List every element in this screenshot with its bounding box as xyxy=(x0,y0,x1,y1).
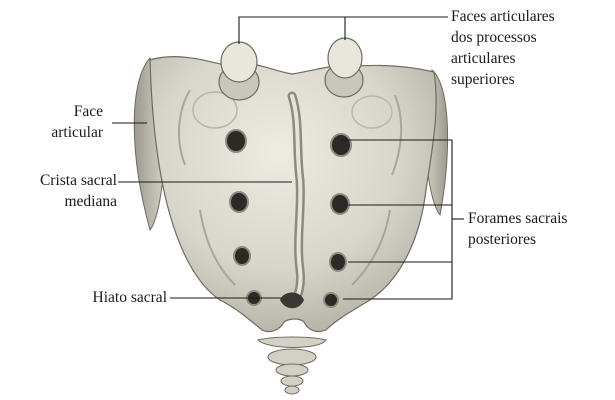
label-line: Faces articulares xyxy=(451,6,555,27)
label-line: articulares xyxy=(451,48,555,69)
label-line: mediana xyxy=(40,191,117,212)
label-superior-articular-faces: Faces articulares dos processos articula… xyxy=(451,6,555,90)
coccyx xyxy=(258,337,326,394)
label-crista-sacral-mediana: Crista sacral mediana xyxy=(40,170,117,212)
label-line: articular xyxy=(51,122,103,143)
label-line: Forames sacrais xyxy=(468,208,567,229)
right-superior-articular-process xyxy=(325,38,363,97)
label-line: superiores xyxy=(451,69,555,90)
left-superior-articular-process xyxy=(219,42,259,100)
label-line: Crista sacral xyxy=(40,170,117,191)
label-forames-sacrais: Forames sacrais posteriores xyxy=(468,208,567,250)
label-face-articular: Face articular xyxy=(51,101,103,143)
label-line: posteriores xyxy=(468,229,567,250)
label-line: dos processos xyxy=(451,27,555,48)
label-line: Face xyxy=(51,101,103,122)
label-hiato-sacral: Hiato sacral xyxy=(93,287,167,308)
